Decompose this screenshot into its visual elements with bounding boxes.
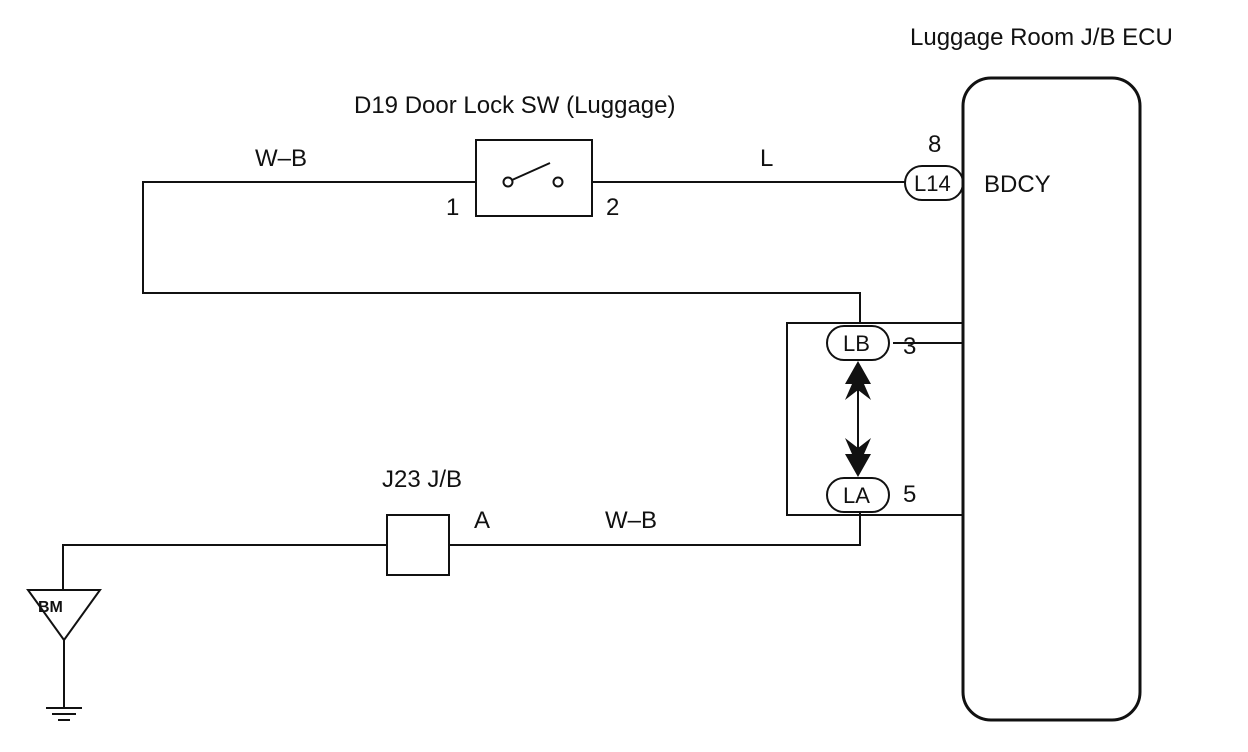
wire-la-to-jb [449, 512, 861, 546]
junction-block-title: J23 J/B [382, 466, 462, 493]
junction-block-box [386, 514, 450, 576]
bridge-frame-left [786, 322, 963, 516]
wire-label-top-left: W–B [255, 145, 307, 172]
connector-l14-pin: 8 [928, 131, 941, 158]
ground-symbol-icon [46, 707, 82, 721]
wire-ground-loop-top [142, 181, 861, 323]
door-lock-switch-box [475, 139, 593, 217]
junction-block-pin: A [474, 507, 490, 534]
connector-la-label: LA [843, 483, 870, 508]
wire-label-bottom: W–B [605, 507, 657, 534]
ecu-title: Luggage Room J/B ECU [910, 24, 1173, 51]
switch-contact-left [502, 176, 514, 188]
switch-pin-1: 1 [446, 194, 459, 221]
switch-lever [511, 162, 551, 181]
short-arrow-down-icon [845, 438, 871, 477]
switch-title: D19 Door Lock SW (Luggage) [354, 92, 676, 119]
ground-point-triangle [26, 589, 102, 642]
connector-la [826, 477, 890, 513]
connector-la-pin: 5 [903, 481, 916, 508]
switch-contact-right [552, 176, 564, 188]
connector-lb-pin: 3 [903, 333, 916, 360]
switch-pin-2: 2 [606, 194, 619, 221]
ecu-terminal-label: BDCY [984, 171, 1051, 198]
wire-jb-to-ground [62, 544, 387, 590]
short-arrow-up-icon [845, 361, 871, 400]
ground-point-label: BM [38, 599, 63, 616]
ecu-box [961, 76, 1142, 722]
connector-lb-label: LB [843, 331, 870, 356]
wire-label-top-right: L [760, 145, 773, 172]
connector-lb [826, 325, 890, 361]
connector-l14-label: L14 [914, 171, 951, 196]
connector-l14 [904, 165, 964, 201]
